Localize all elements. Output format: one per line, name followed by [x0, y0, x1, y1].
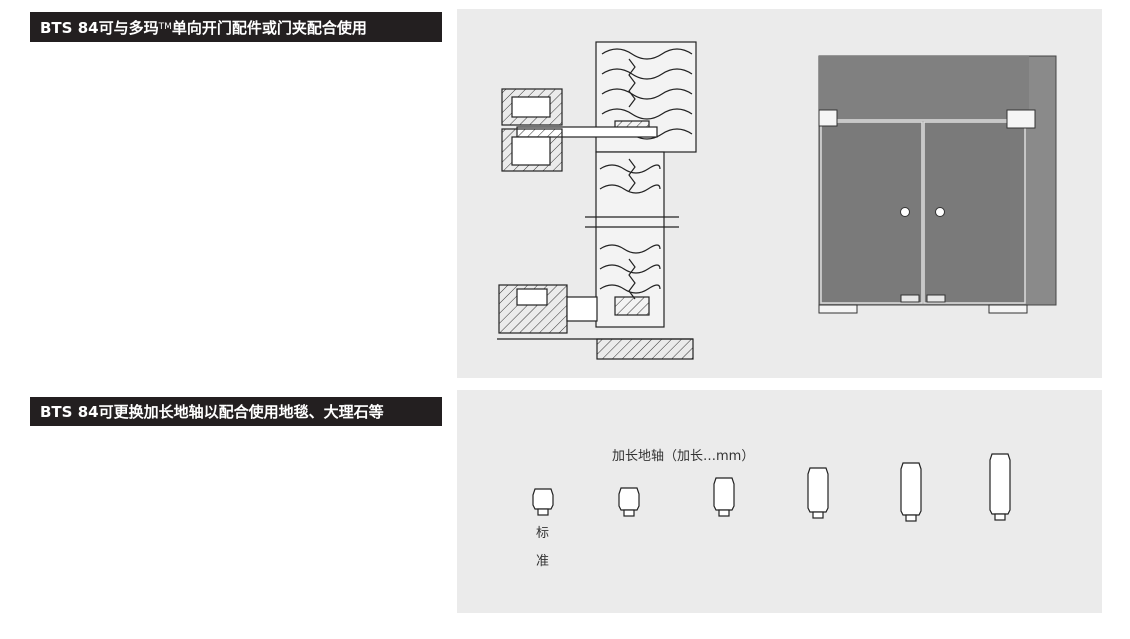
axle-diagram-panel: 加长地轴（加长…mm） 标 准: [457, 390, 1102, 613]
extended-axle-5-icon: [989, 453, 1011, 521]
left-handle-icon: [900, 207, 910, 217]
cross-section-drawing: [497, 41, 697, 360]
section2-label: BTS 84可更换加长地轴以配合使用地毯、大理石等: [30, 397, 442, 426]
standard-label-line1: 标: [536, 526, 550, 541]
section1-label-suffix: 单向开门配件或门夹配合使用: [171, 18, 367, 37]
door-elevation-drawing: [818, 55, 1057, 314]
trademark-mark: TM: [158, 22, 172, 32]
standard-axle-icon: [532, 488, 554, 516]
extended-axle-1-icon: [618, 487, 640, 517]
fitting-diagram: [497, 41, 1057, 360]
section2-label-text: BTS 84可更换加长地轴以配合使用地毯、大理石等: [40, 403, 384, 421]
extended-axle-4-icon: [900, 462, 922, 522]
axle-drawings: [532, 453, 1011, 522]
standard-label-line2: 准: [536, 554, 550, 569]
fitting-diagram-panel: [457, 9, 1102, 378]
extended-axle-3-icon: [807, 467, 829, 519]
right-handle-icon: [935, 207, 945, 217]
extended-axle-2-icon: [713, 477, 735, 517]
section1-label-prefix: BTS 84可与多玛: [40, 18, 159, 37]
extended-axle-caption: 加长地轴（加长…mm）: [612, 449, 755, 464]
